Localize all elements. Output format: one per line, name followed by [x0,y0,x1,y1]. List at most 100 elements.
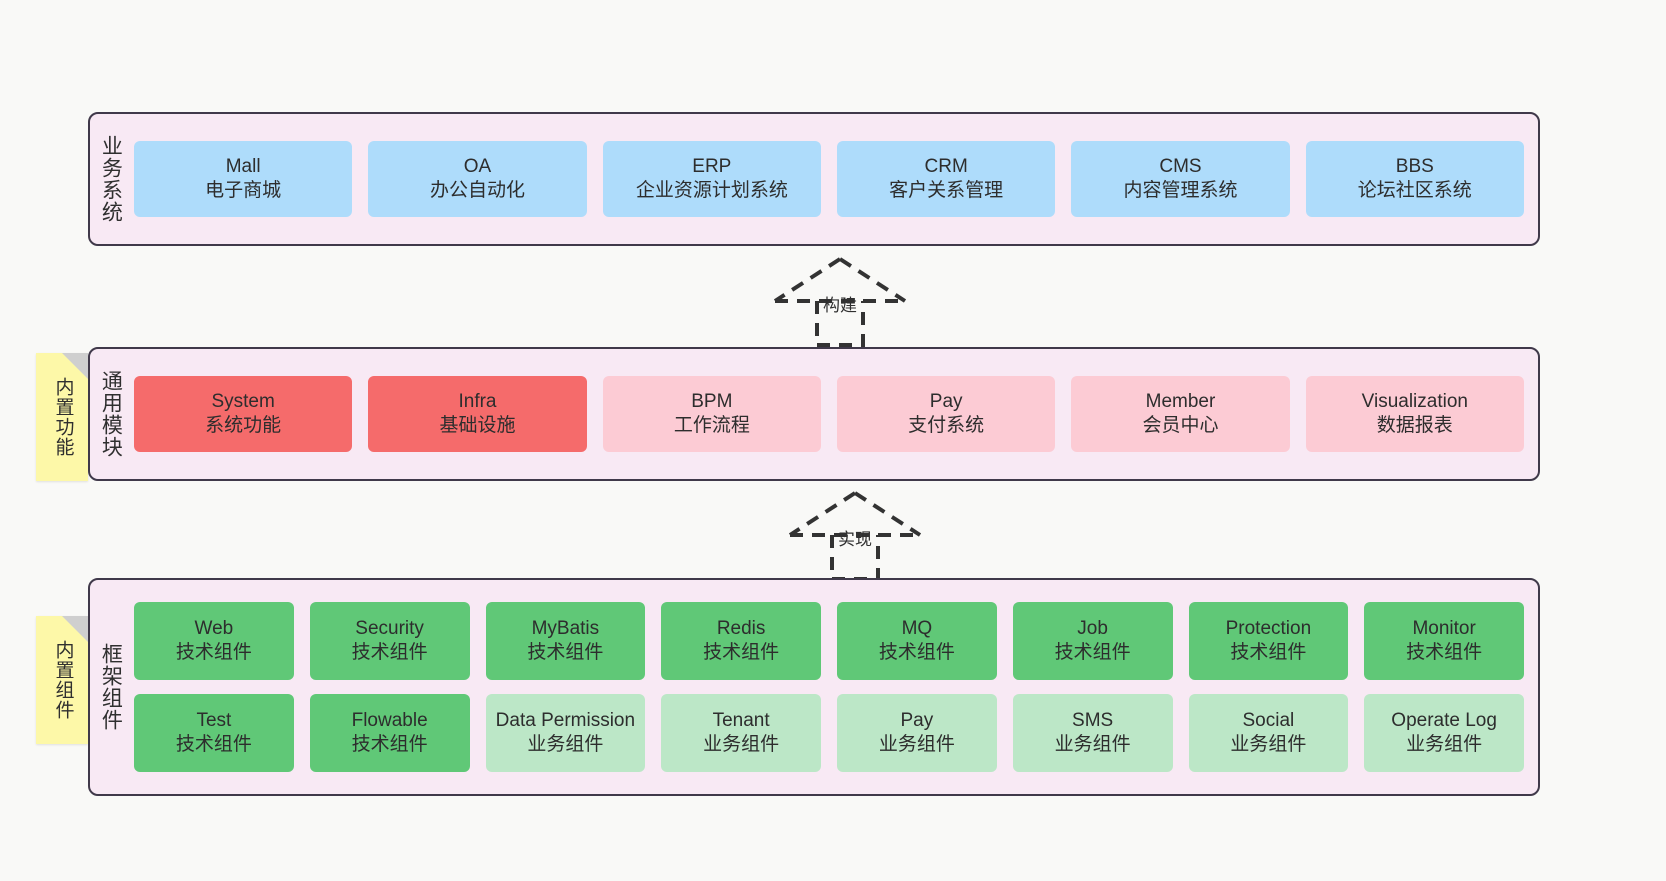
card-title: ERP [692,155,732,177]
card-subtitle: 工作流程 [673,415,750,436]
card-subtitle: 业务组件 [1054,734,1131,755]
card-mall[interactable]: Mall 电子商城 [134,141,353,217]
card-cms[interactable]: CMS 内容管理系统 [1071,141,1290,217]
card-title: Monitor [1412,617,1476,639]
card-title: BBS [1395,155,1434,177]
card-subtitle: 技术组件 [527,642,604,663]
card-tenant[interactable]: Tenant 业务组件 [661,694,821,772]
card-infra[interactable]: Infra 基础设施 [368,376,587,452]
card-title: Visualization [1361,390,1468,412]
card-subtitle: 技术组件 [175,642,252,663]
card-subtitle: 客户关系管理 [889,180,1004,201]
card-subtitle: 系统功能 [205,415,282,436]
card-subtitle: 业务组件 [878,734,955,755]
card-subtitle: 技术组件 [1054,642,1131,663]
card-visualization[interactable]: Visualization 数据报表 [1305,376,1524,452]
card-oa[interactable]: OA 办公自动化 [368,141,587,217]
card-erp[interactable]: ERP 企业资源计划系统 [602,141,821,217]
card-subtitle: 会员中心 [1142,415,1219,436]
card-pay-business[interactable]: Pay 业务组件 [837,694,997,772]
card-subtitle: 业务组件 [1230,734,1307,755]
card-title: Pay [929,390,963,412]
card-title: Test [196,709,232,731]
card-subtitle: 论坛社区系统 [1357,180,1472,201]
card-subtitle: 业务组件 [1406,734,1483,755]
card-system[interactable]: System 系统功能 [134,376,353,452]
card-subtitle: 支付系统 [908,415,985,436]
card-title: Data Permission [495,709,636,731]
card-flowable[interactable]: Flowable 技术组件 [309,694,470,772]
card-row-framework-tech: Web 技术组件 Security 技术组件 MyBatis 技术组件 Redi… [134,602,1524,680]
card-job[interactable]: Job 技术组件 [1012,602,1173,680]
card-security[interactable]: Security 技术组件 [309,602,470,680]
card-protection[interactable]: Protection 技术组件 [1188,602,1349,680]
card-title: Mall [225,155,261,177]
card-title: Redis [716,617,766,639]
layer-framework-components: 框架组件 Web 技术组件 Security 技术组件 MyBatis 技术组件… [88,578,1540,796]
card-title: Operate Log [1391,709,1497,731]
layer-common-modules: 通用模块 System 系统功能 Infra 基础设施 BPM 工作流程 Pay… [88,347,1540,481]
note-text: 内置组件 [52,640,74,720]
card-row-common: System 系统功能 Infra 基础设施 BPM 工作流程 Pay 支付系统… [134,376,1524,452]
card-subtitle: 技术组件 [1230,642,1307,663]
card-monitor[interactable]: Monitor 技术组件 [1364,602,1524,680]
card-title: System [211,390,275,412]
card-title: Infra [458,390,497,412]
card-title: BPM [691,390,733,412]
card-row-business: Mall 电子商城 OA 办公自动化 ERP 企业资源计划系统 CRM 客户关系… [134,141,1524,217]
card-mq[interactable]: MQ 技术组件 [837,602,997,680]
card-subtitle: 基础设施 [439,415,516,436]
layer-title-business: 业务系统 [99,135,123,223]
folded-corner-icon [62,353,88,379]
card-subtitle: 技术组件 [351,642,428,663]
connector-label-build: 构建 [823,296,857,315]
card-row-framework-business: Test 技术组件 Flowable 技术组件 Data Permission … [134,694,1524,772]
card-mybatis[interactable]: MyBatis 技术组件 [485,602,646,680]
uml-generalization-arrow-icon [773,257,907,347]
connector-build: 构建 [755,253,925,349]
card-subtitle: 技术组件 [878,642,955,663]
connector-label-implement: 实现 [838,530,872,549]
card-operate-log[interactable]: Operate Log 业务组件 [1364,694,1524,772]
layer-title-framework: 框架组件 [99,643,123,731]
card-test[interactable]: Test 技术组件 [134,694,294,772]
card-group-business: Mall 电子商城 OA 办公自动化 ERP 企业资源计划系统 CRM 客户关系… [130,114,1538,244]
card-title: MyBatis [531,617,600,639]
card-subtitle: 技术组件 [703,642,780,663]
layer-business-systems: 业务系统 Mall 电子商城 OA 办公自动化 ERP 企业资源计划系统 CRM… [88,112,1540,246]
card-title: MQ [901,617,933,639]
card-subtitle: 办公自动化 [429,180,525,201]
card-subtitle: 业务组件 [703,734,780,755]
card-title: Pay [900,709,934,731]
card-redis[interactable]: Redis 技术组件 [661,602,821,680]
card-member[interactable]: Member 会员中心 [1071,376,1290,452]
note-text: 内置功能 [52,377,74,457]
card-title: Social [1242,709,1295,731]
card-subtitle: 数据报表 [1376,415,1453,436]
card-bbs[interactable]: BBS 论坛社区系统 [1305,141,1524,217]
card-subtitle: 技术组件 [1406,642,1483,663]
card-crm[interactable]: CRM 客户关系管理 [836,141,1056,217]
card-title: SMS [1072,709,1114,731]
card-web[interactable]: Web 技术组件 [134,602,294,680]
card-group-common: System 系统功能 Infra 基础设施 BPM 工作流程 Pay 支付系统… [130,349,1538,479]
card-data-permission[interactable]: Data Permission 业务组件 [485,694,646,772]
card-sms[interactable]: SMS 业务组件 [1012,694,1173,772]
folded-corner-icon [62,616,88,642]
note-builtin-components: 内置组件 [36,616,88,744]
connector-implement: 实现 [770,487,940,583]
card-group-framework: Web 技术组件 Security 技术组件 MyBatis 技术组件 Redi… [130,580,1538,794]
card-subtitle: 技术组件 [351,734,428,755]
card-title: Web [194,617,234,639]
card-title: CMS [1159,155,1202,177]
card-subtitle: 企业资源计划系统 [635,180,788,201]
card-bpm[interactable]: BPM 工作流程 [602,376,821,452]
note-builtin-features: 内置功能 [36,353,88,481]
card-pay[interactable]: Pay 支付系统 [836,376,1056,452]
card-title: CRM [924,155,968,177]
card-title: Protection [1225,617,1312,639]
card-subtitle: 电子商城 [205,180,282,201]
card-title: Security [355,617,424,639]
card-social[interactable]: Social 业务组件 [1188,694,1349,772]
